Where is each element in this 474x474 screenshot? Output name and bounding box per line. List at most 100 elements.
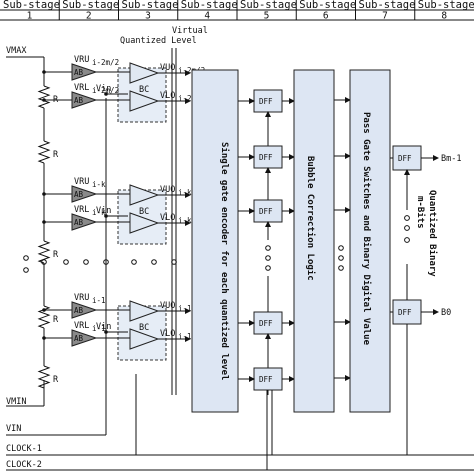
ab-label: AB [74, 334, 84, 343]
ab-amplifier [71, 185, 98, 203]
ab-label: AB [74, 218, 84, 227]
vru-label: VRU [74, 177, 89, 187]
vru-label: VRU [74, 55, 89, 65]
comparator [129, 300, 160, 322]
vrl-label: VRL [74, 321, 89, 331]
stage-label: Sub-stage [359, 0, 416, 11]
pass-gate-text: Pass Gate Switches and Binary Digital Va… [361, 112, 372, 346]
stage-label: Sub-stage [3, 0, 60, 11]
comparator [129, 328, 160, 350]
ab-amplifier [71, 213, 98, 231]
stage-header: Sub-stage1Sub-stage2Sub-stage3Sub-stage4… [0, 0, 474, 22]
stage-number: 3 [145, 11, 151, 22]
ab-amplifier [71, 301, 98, 319]
vuo-label: VUO [160, 301, 175, 311]
stage-number: 4 [204, 11, 210, 22]
stage-number: 1 [27, 11, 33, 22]
vrl-label: VRL [74, 83, 89, 93]
bubble-text: Bubble Correction Logic [305, 156, 316, 281]
stage-number: 7 [382, 11, 388, 22]
clock-lines: CLOCK-1 CLOCK-2 [6, 374, 474, 471]
clock2-label: CLOCK-2 [6, 460, 42, 470]
stage-label: Sub-stage [181, 0, 238, 11]
stage-label: Sub-stage [418, 0, 474, 11]
dff-label: DFF [259, 97, 273, 106]
resistor-label: R [53, 375, 59, 385]
subscript: i-k [178, 216, 192, 225]
quantized-binary-1: Quantized Binary [427, 190, 438, 277]
dot [63, 259, 69, 265]
subscript: i-1 [178, 304, 192, 313]
stage-number: 5 [264, 11, 270, 22]
quantized-binary-2: m-Bits [415, 196, 426, 229]
dot [131, 259, 137, 265]
output-dffs: DFF DFF Bm-1 B0 Quantized Binary m-Bits [390, 145, 461, 446]
dff-label: DFF [259, 375, 273, 384]
stage-label: Sub-stage [62, 0, 119, 11]
dff-out-top-label: DFF [398, 154, 412, 163]
virtual-label-2: Quantized Level [120, 36, 197, 46]
bubble-block: Bubble Correction Logic [293, 69, 335, 413]
stage-label: Sub-stage [240, 0, 297, 11]
vin-label: Vin [96, 322, 111, 332]
comparator-group-group1: ABVRUi-2m/2VUOi-2m/2ABVRLi-2m/2VLOi-2m/2… [42, 55, 205, 123]
subscript: i-2m/2 [92, 58, 119, 67]
encoder-text: Single gate encoder for each quantized l… [219, 142, 230, 380]
dff-out-bottom-label: DFF [398, 308, 412, 317]
encoder-block: Single gate encoder for each quantized l… [191, 69, 239, 413]
out-b0: B0 [441, 308, 451, 318]
resistor [37, 85, 51, 109]
resistor-label: R [53, 315, 59, 325]
dot [265, 265, 271, 271]
ab-label: AB [74, 190, 84, 199]
stage-number: 6 [323, 11, 329, 22]
subscript: i-1 [92, 296, 106, 305]
dff-label: DFF [259, 207, 273, 216]
vuo-label: VUO [160, 63, 175, 73]
comparator [129, 212, 160, 234]
vlo-label: VLO [160, 329, 175, 339]
virtual-label: Virtual [172, 26, 208, 36]
resistor-label: R [53, 250, 59, 260]
out-bm1: Bm-1 [441, 154, 461, 164]
dot [83, 259, 89, 265]
dot [338, 255, 344, 261]
dot [338, 245, 344, 251]
pass-gate-block: Pass Gate Switches and Binary Digital Va… [349, 69, 391, 413]
comparator [129, 62, 160, 84]
bc-label: BC [139, 207, 149, 217]
ab-amplifier [71, 91, 98, 109]
ab-amplifier [71, 329, 98, 347]
subscript: i-2m/2 [92, 86, 119, 95]
vin-label: Vin [96, 206, 111, 216]
subscript: i-k [92, 180, 106, 189]
comparator [129, 90, 160, 112]
vrl-label: VRL [74, 205, 89, 215]
vmax-label: VMAX [6, 46, 27, 56]
dot [103, 259, 109, 265]
vuo-label: VUO [160, 185, 175, 195]
stage-label: Sub-stage [122, 0, 179, 11]
vru-label: VRU [74, 293, 89, 303]
dff-label: DFF [259, 153, 273, 162]
clock1-label: CLOCK-1 [6, 444, 42, 454]
resistor [37, 140, 51, 164]
dot [41, 259, 47, 265]
stage-number: 2 [86, 11, 92, 22]
dot [338, 265, 344, 271]
subscript: i-1 [92, 324, 106, 333]
ab-amplifier [71, 63, 98, 81]
vin-label: VIN [6, 424, 21, 434]
stage-number: 8 [441, 11, 447, 22]
ab-label: AB [74, 96, 84, 105]
dot [151, 259, 157, 265]
resistor-label: R [53, 150, 59, 160]
dot [265, 245, 271, 251]
subscript: i-k [178, 188, 192, 197]
resistor [37, 305, 51, 329]
ab-label: AB [74, 306, 84, 315]
dot [23, 267, 29, 273]
vin-label: Vin [96, 84, 111, 94]
